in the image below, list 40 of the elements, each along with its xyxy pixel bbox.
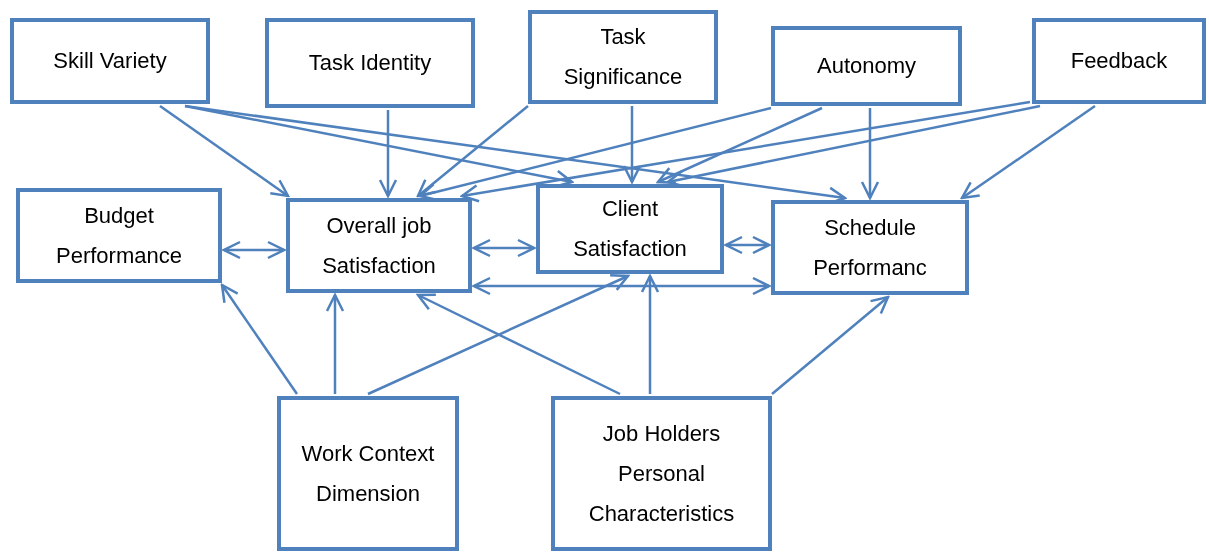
arrow — [640, 274, 660, 394]
box-label: Task Significance — [562, 23, 684, 91]
process-box — [286, 198, 472, 293]
arrow — [860, 108, 880, 200]
arrow — [220, 283, 299, 395]
arrow — [325, 293, 345, 394]
process-box — [771, 200, 969, 295]
arrow — [724, 235, 771, 255]
box-label: Budget Performance — [55, 201, 183, 270]
box-label: Schedule Performanc — [812, 213, 928, 282]
process-box — [277, 396, 459, 551]
process-box — [771, 26, 962, 106]
arrow — [159, 104, 290, 198]
process-box — [265, 18, 475, 108]
process-box — [10, 18, 210, 104]
arrow — [472, 276, 771, 296]
box-label: Job Holders Personal Characteristics — [587, 419, 736, 528]
process-box — [536, 184, 724, 274]
arrow — [460, 100, 1031, 203]
box-label: Client Satisfaction — [572, 195, 688, 263]
arrow — [416, 105, 529, 198]
box-label: Task Identity — [308, 49, 432, 77]
box-label: Feedback — [1070, 47, 1168, 75]
box-label: Overall job Satisfaction — [321, 211, 437, 280]
arrow — [472, 238, 536, 258]
process-box — [551, 396, 772, 551]
box-label: Skill Variety — [53, 47, 167, 75]
box-label: Autonomy — [816, 52, 917, 80]
arrow — [656, 106, 823, 184]
arrow — [622, 106, 642, 184]
process-box — [528, 10, 718, 104]
arrow — [416, 293, 621, 396]
arrow — [222, 240, 286, 260]
process-box — [16, 188, 222, 283]
arrow — [960, 104, 1096, 200]
box-label: Work Context Dimension — [300, 439, 436, 508]
arrow — [378, 110, 398, 198]
arrow — [367, 274, 630, 396]
arrow — [771, 295, 890, 395]
process-box — [1032, 18, 1206, 104]
